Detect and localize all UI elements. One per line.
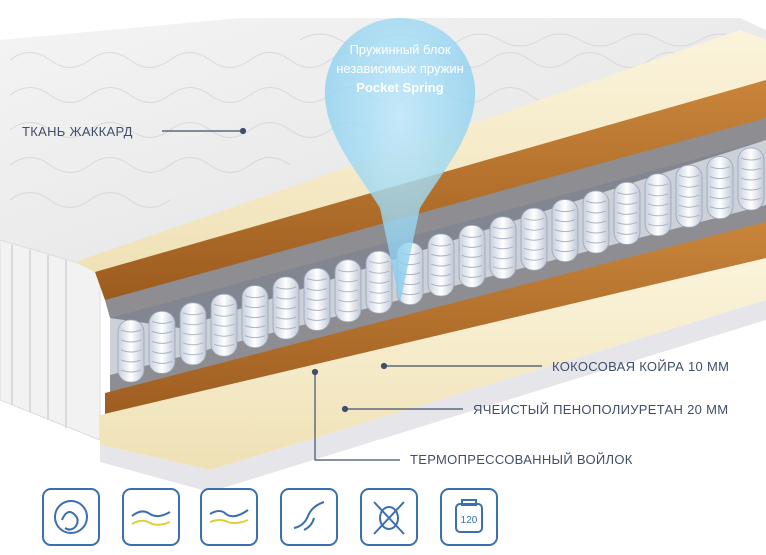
orthopedic-support-icon — [200, 488, 258, 546]
no-allergy-mite-icon — [360, 488, 418, 546]
bottom-foam-layer — [100, 258, 766, 470]
pocket-spring — [148, 310, 176, 374]
pocket-spring — [179, 302, 207, 366]
pocket-springs — [117, 147, 765, 383]
pocket-spring — [210, 293, 238, 357]
pocket-spring — [272, 276, 300, 340]
medium-firmness-icon — [122, 488, 180, 546]
pocket-spring — [520, 207, 548, 271]
anti-allergy-icon — [42, 488, 100, 546]
pocket-spring — [117, 319, 145, 383]
felt-label: ТЕРМОПРЕССОВАННЫЙ ВОЙЛОК — [410, 452, 633, 467]
pocket-spring — [427, 233, 455, 297]
max-load-icon: 120 — [440, 488, 498, 546]
top-felt-layer — [105, 118, 766, 328]
bottom-cover — [100, 300, 766, 492]
callout-line-3: Pocket Spring — [356, 80, 444, 95]
felt-leader-line — [314, 372, 400, 461]
pocket-spring — [582, 190, 610, 254]
pocket-spring — [458, 224, 486, 288]
pocket-spring — [489, 216, 517, 280]
pocket-spring — [706, 156, 734, 220]
pocket-spring — [551, 199, 579, 263]
pocket-spring — [644, 173, 672, 237]
pocket-spring — [613, 181, 641, 245]
pocket-spring — [675, 164, 703, 228]
breathable-icon — [280, 488, 338, 546]
foam-label: ЯЧЕИСТЫЙ ПЕНОПОЛИУРЕТАН 20 ММ — [473, 402, 729, 417]
pocket-spring — [737, 147, 765, 211]
top-coconut-layer — [95, 80, 766, 310]
pocket-spring — [303, 267, 331, 331]
pocket-spring — [241, 285, 269, 349]
max-load-value: 120 — [461, 515, 478, 526]
feature-icons-row: 120 — [42, 488, 512, 548]
callout-line-1: Пружинный блок — [349, 42, 451, 57]
pocket-spring — [334, 259, 362, 323]
pocket-spring — [365, 250, 393, 314]
callout-line-2: независимых пружин — [336, 61, 464, 76]
mattress-side-edge — [0, 239, 101, 441]
callout-bubble — [324, 17, 476, 303]
coconut-label: КОКОСОВАЯ КОЙРА 10 ММ — [552, 359, 730, 374]
callout-text: Пружинный блок независимых пружин Pocket… — [300, 40, 500, 97]
fabric-label: ТКАНЬ ЖАККАРД — [22, 124, 133, 139]
